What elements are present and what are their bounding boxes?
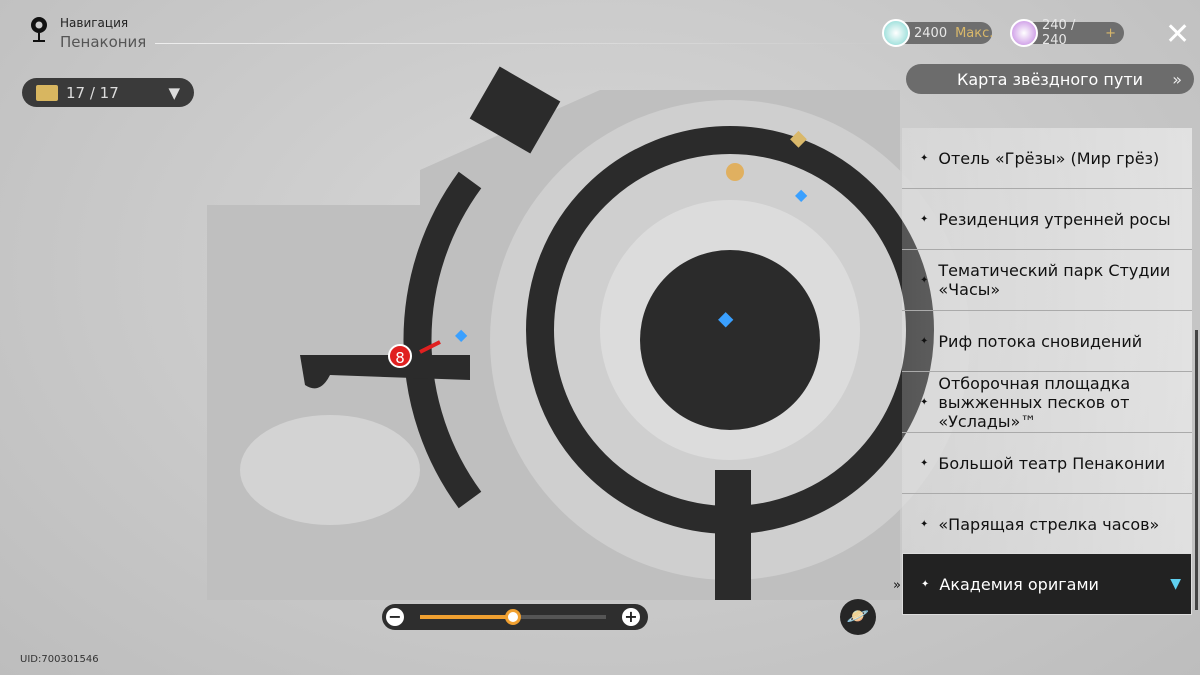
- location-label: Большой театр Пенаконии: [938, 453, 1166, 473]
- selection-arrow-icon: »: [893, 578, 901, 593]
- star-icon: ✦: [921, 578, 930, 590]
- location-label: Отель «Грёзы» (Мир грёз): [938, 148, 1160, 168]
- teleport-icon: ◆: [795, 185, 808, 204]
- npc-icon: [726, 163, 744, 181]
- nav-label: Навигация: [60, 16, 129, 30]
- location-item-selected[interactable]: ✦ Академия оригами ▼: [902, 553, 1192, 615]
- location-item[interactable]: ✦ Отборочная площадка выжженных песков от…: [902, 372, 1192, 433]
- zoom-slider-handle[interactable]: [505, 609, 521, 625]
- star-icon: ✦: [920, 335, 929, 347]
- star-icon: ✦: [920, 152, 929, 164]
- location-label: Риф потока сновидений: [938, 331, 1143, 351]
- zoom-control: − +: [382, 604, 648, 630]
- location-item[interactable]: ✦ «Парящая стрелка часов»: [902, 494, 1192, 555]
- zoom-slider-fill: [420, 615, 513, 619]
- map-corridor: [300, 355, 470, 389]
- star-icon: ✦: [920, 457, 929, 469]
- map-marker-count[interactable]: 8: [388, 344, 412, 368]
- location-item[interactable]: ✦ Большой театр Пенаконии: [902, 433, 1192, 494]
- resource-trailblaze-power[interactable]: 240 / 240 +: [1010, 18, 1124, 48]
- location-label: Резиденция утренней росы: [938, 209, 1171, 229]
- navigation-header: Навигация Пенакония: [30, 16, 146, 51]
- location-label: Отборочная площадка выжженных песков от …: [938, 373, 1131, 431]
- map-center-arena: [640, 250, 820, 430]
- location-item[interactable]: ✦ Резиденция утренней росы: [902, 189, 1192, 250]
- double-chevron-icon: »: [1172, 69, 1182, 89]
- location-pin-icon: [31, 17, 47, 42]
- current-location-icon: ▼: [1170, 575, 1181, 592]
- planet-icon[interactable]: 🪐: [840, 599, 876, 635]
- star-map-label: Карта звёздного пути: [956, 69, 1144, 89]
- star-icon: ✦: [920, 274, 929, 286]
- zoom-in-button[interactable]: +: [622, 608, 640, 626]
- location-list: ✦ Отель «Грёзы» (Мир грёз) ✦ Резиденция ут…: [902, 128, 1192, 615]
- location-item[interactable]: ✦ Тематический парк Студии «Часы»: [902, 250, 1192, 311]
- location-label: Тематический парк Студии «Часы»: [938, 261, 1171, 299]
- chest-count: 17 / 17: [66, 83, 119, 102]
- chest-icon: [36, 84, 58, 101]
- divider: [155, 43, 895, 44]
- location-item[interactable]: ✦ Отель «Грёзы» (Мир грёз): [902, 128, 1192, 189]
- resource-value: 240 / 240: [1042, 18, 1076, 48]
- resource-value: 2400: [914, 25, 948, 41]
- resource-orb-icon: [882, 19, 910, 47]
- location-label: «Парящая стрелка часов»: [938, 514, 1160, 534]
- resource-stellar-jade: 2400 Макс.: [882, 19, 994, 47]
- zoom-out-button[interactable]: −: [386, 608, 404, 626]
- teleport-icon: ◆: [718, 306, 734, 330]
- star-icon: ✦: [920, 213, 929, 225]
- location-name: Пенакония: [60, 33, 147, 51]
- star-icon: ✦: [920, 396, 929, 408]
- close-icon[interactable]: ✕: [1165, 17, 1191, 52]
- direction-arrow-icon: [419, 340, 441, 354]
- teleport-icon: ◆: [455, 325, 468, 344]
- power-orb-icon: [1010, 19, 1038, 47]
- list-scrollbar[interactable]: [1195, 330, 1198, 610]
- location-item[interactable]: ✦ Риф потока сновидений: [902, 311, 1192, 372]
- add-power-button[interactable]: +: [1105, 25, 1116, 41]
- location-label: Академия оригами: [939, 574, 1099, 594]
- dropdown-arrow-icon: ▼: [168, 83, 180, 102]
- exit-icon: ◆: [790, 126, 807, 151]
- uid-label: UID:700301546: [20, 654, 99, 665]
- resource-max-label: Макс.: [955, 25, 994, 41]
- zoom-slider[interactable]: [420, 609, 606, 625]
- star-map-button[interactable]: Карта звёздного пути »: [906, 64, 1194, 94]
- star-icon: ✦: [920, 518, 929, 530]
- chest-counter-dropdown[interactable]: 17 / 17 ▼: [22, 78, 194, 107]
